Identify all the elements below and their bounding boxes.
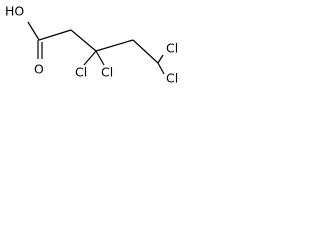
chlorine-c5-top-label: Cl (166, 41, 178, 56)
bond-c3-cl-right (95, 50, 105, 66)
bond-c1-oh (27, 21, 40, 41)
structural-formula: HO O Cl Cl Cl Cl (5, 4, 178, 86)
chlorine-c5-bottom-label: Cl (166, 71, 178, 86)
chlorine-c3-left-label: Cl (75, 65, 87, 80)
bond-c3-c4 (95, 39, 134, 52)
bond-c5-cl-bottom (157, 62, 165, 75)
hydroxyl-label: HO (5, 4, 24, 19)
carbonyl-oxygen-label: O (34, 62, 44, 77)
bond-c2-c3 (70, 29, 97, 52)
bond-c3-cl-left (83, 50, 97, 66)
bond-c5-cl-top (157, 54, 164, 64)
chlorine-c3-right-label: Cl (101, 65, 113, 80)
bond-c1-c2 (38, 29, 72, 41)
bond-c4-c5 (132, 39, 159, 64)
